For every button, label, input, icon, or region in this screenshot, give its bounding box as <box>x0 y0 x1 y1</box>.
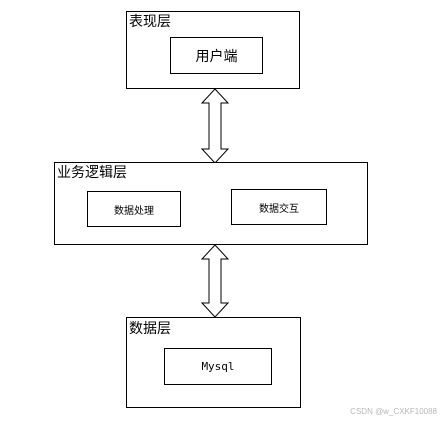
mysql-component-box: Mysql <box>164 348 272 385</box>
data-interaction-component-box: 数据交互 <box>231 189 327 225</box>
double-arrow-presentation-business <box>200 88 230 164</box>
data-interaction-label: 数据交互 <box>259 203 299 215</box>
data-layer-title: 数据层 <box>129 321 171 337</box>
business-logic-layer-title: 业务逻辑层 <box>57 165 127 181</box>
presentation-layer-box: 表现层 用户端 <box>126 11 300 89</box>
data-processing-label: 数据处理 <box>114 205 154 217</box>
business-logic-layer-box: 业务逻辑层 数据处理 数据交互 <box>54 162 368 245</box>
double-arrow-business-data <box>200 244 230 318</box>
data-layer-box: 数据层 Mysql <box>126 317 301 408</box>
client-component-box: 用户端 <box>170 37 263 74</box>
watermark-text: CSDN @w_CXKF10088 <box>350 407 437 416</box>
mysql-label: Mysql <box>201 360 235 373</box>
data-processing-component-box: 数据处理 <box>87 191 181 227</box>
presentation-layer-title: 表现层 <box>129 14 171 30</box>
client-component-label: 用户端 <box>195 48 238 65</box>
